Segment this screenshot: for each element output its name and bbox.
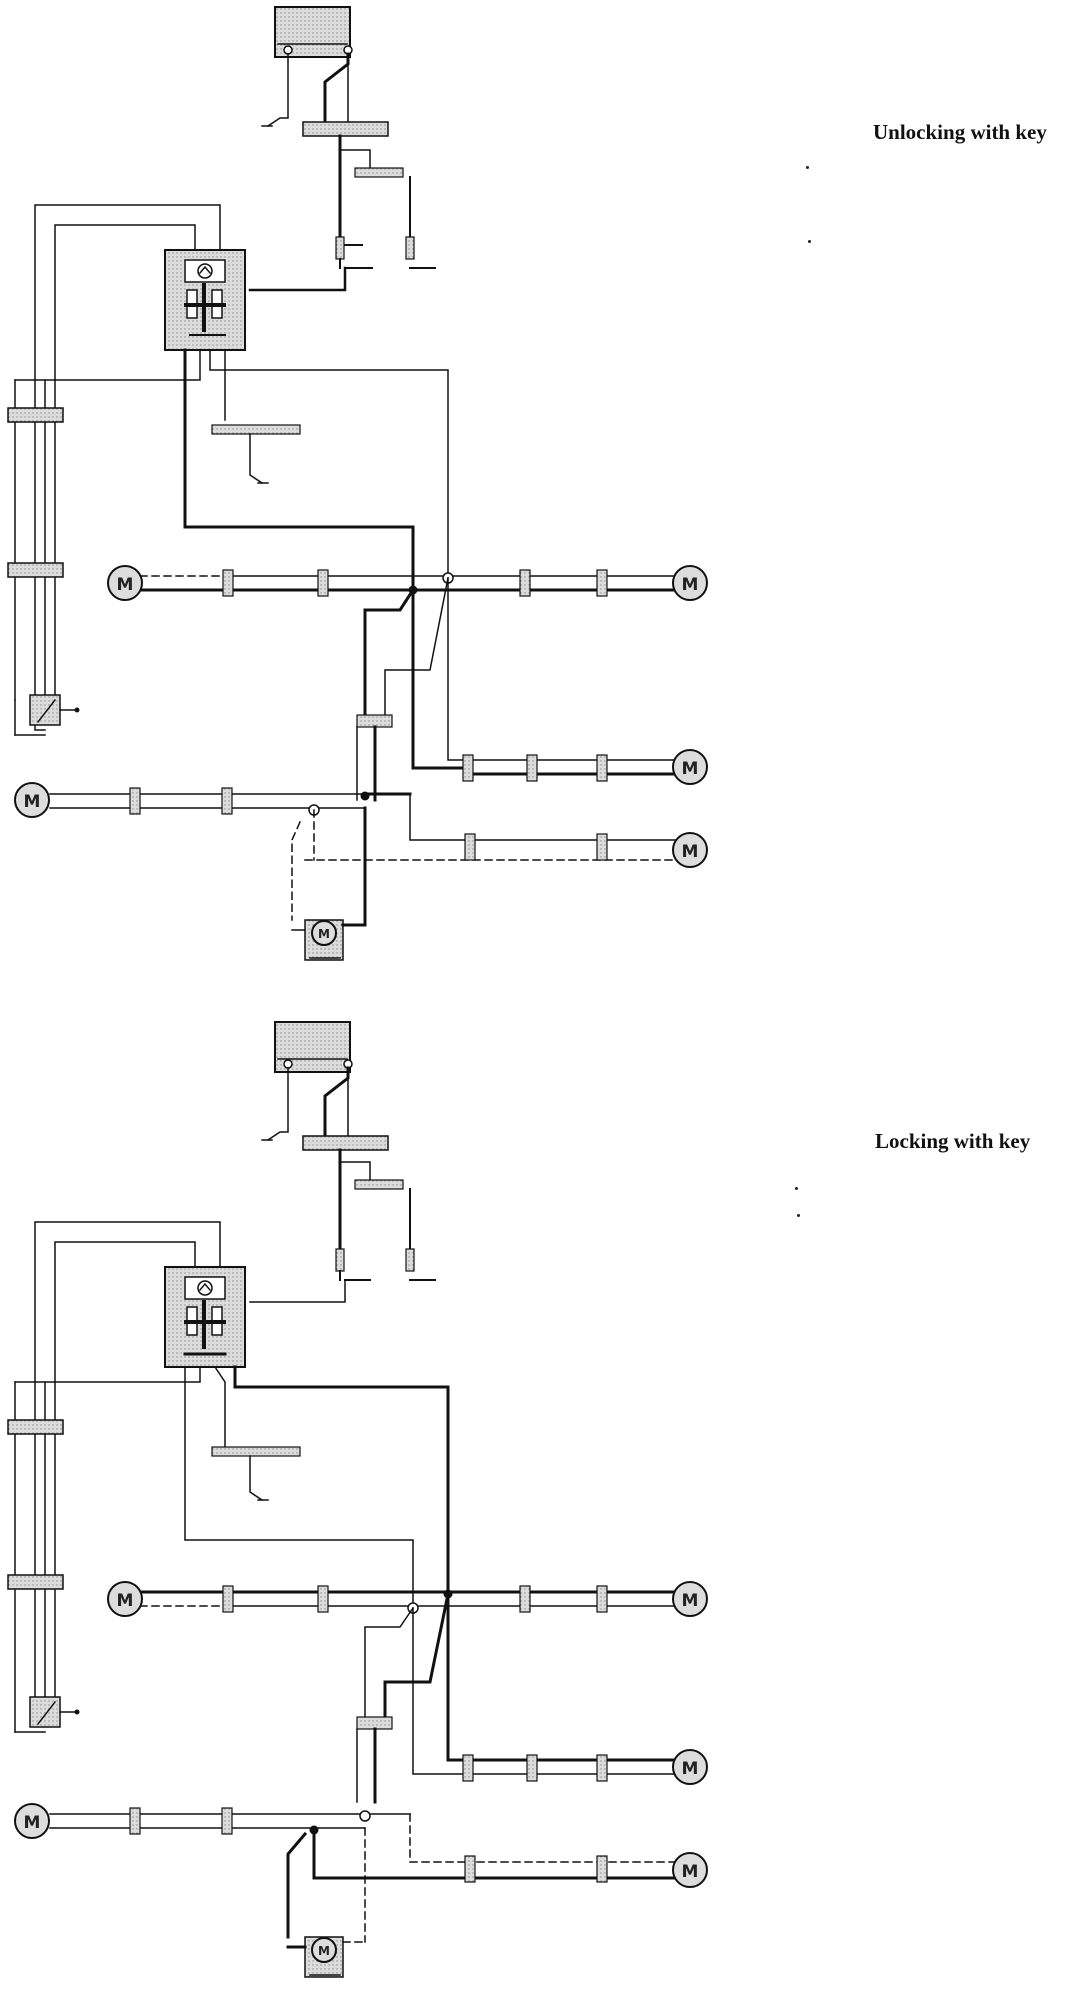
connector	[596, 1855, 608, 1883]
fuel-flap-motor	[672, 1852, 708, 1888]
fuel-flap-motor	[672, 832, 708, 868]
motor-label: M	[682, 1759, 699, 1779]
junction-node	[359, 1810, 371, 1822]
motor-label: M	[682, 759, 699, 779]
connector	[222, 569, 234, 597]
inline-fuse	[335, 236, 345, 260]
connector	[519, 569, 531, 597]
tailgate-motor	[311, 920, 337, 946]
door-lock-motor-front-right	[672, 1581, 708, 1617]
motor-label: M	[24, 1813, 41, 1833]
inline-fuse	[335, 1248, 345, 1272]
connector	[356, 714, 393, 728]
harness-connector	[7, 1419, 64, 1435]
connector	[464, 1855, 476, 1883]
connector	[596, 833, 608, 861]
connector	[356, 1716, 393, 1730]
ground-strip	[211, 424, 301, 435]
caption-locking-with-key: Locking with key	[875, 1129, 1031, 1153]
motor-label: M	[117, 575, 134, 595]
connector	[129, 787, 141, 815]
junction-node	[360, 791, 370, 801]
connector	[462, 1754, 474, 1782]
fuse-connector	[302, 121, 389, 137]
connector	[519, 1585, 531, 1613]
harness-connector	[7, 562, 64, 578]
small-connector	[354, 167, 404, 178]
scan-speck	[795, 1187, 798, 1190]
connector	[222, 1585, 234, 1613]
harness-connector	[7, 1574, 64, 1590]
door-lock-motor-rear-left	[14, 782, 50, 818]
fuse-connector	[302, 1135, 389, 1151]
connector	[596, 754, 608, 782]
door-lock-motor-rear-right	[672, 1749, 708, 1785]
ground-strip	[211, 1446, 301, 1457]
terminal	[283, 1059, 293, 1069]
terminal	[283, 45, 293, 55]
wiring-diagram-unlocking: M M M M M M	[7, 6, 708, 961]
motor-label: M	[318, 1944, 330, 1958]
wiring-diagram-locking: M M M M M M	[7, 1021, 708, 1978]
connector	[221, 787, 233, 815]
inline-fuse	[405, 1248, 415, 1272]
door-lock-motor-rear-left	[14, 1803, 50, 1839]
scan-speck	[808, 240, 811, 243]
connector	[221, 1807, 233, 1835]
connector	[317, 1585, 329, 1613]
door-lock-motor-front-right	[672, 565, 708, 601]
connector	[596, 1754, 608, 1782]
motor-label: M	[117, 1591, 134, 1611]
door-lock-motor-front-left	[107, 1581, 143, 1617]
connector	[462, 754, 474, 782]
connector	[596, 569, 608, 597]
inline-fuse	[405, 236, 415, 260]
scan-speck	[797, 1214, 800, 1217]
door-lock-motor-front-left	[107, 565, 143, 601]
small-connector	[354, 1179, 404, 1190]
connector	[596, 1585, 608, 1613]
tailgate-motor	[311, 1937, 337, 1963]
connector	[464, 833, 476, 861]
harness-connector	[7, 407, 64, 423]
door-lock-motor-rear-right	[672, 749, 708, 785]
caption-unlocking-with-key: Unlocking with key	[873, 120, 1047, 144]
connector	[526, 1754, 538, 1782]
motor-label: M	[24, 792, 41, 812]
motor-label: M	[682, 575, 699, 595]
motor-label: M	[318, 927, 330, 941]
connector	[317, 569, 329, 597]
connector	[526, 754, 538, 782]
motor-label: M	[682, 1591, 699, 1611]
scan-speck	[806, 166, 809, 169]
motor-label: M	[682, 842, 699, 862]
motor-label: M	[682, 1862, 699, 1882]
connector	[129, 1807, 141, 1835]
